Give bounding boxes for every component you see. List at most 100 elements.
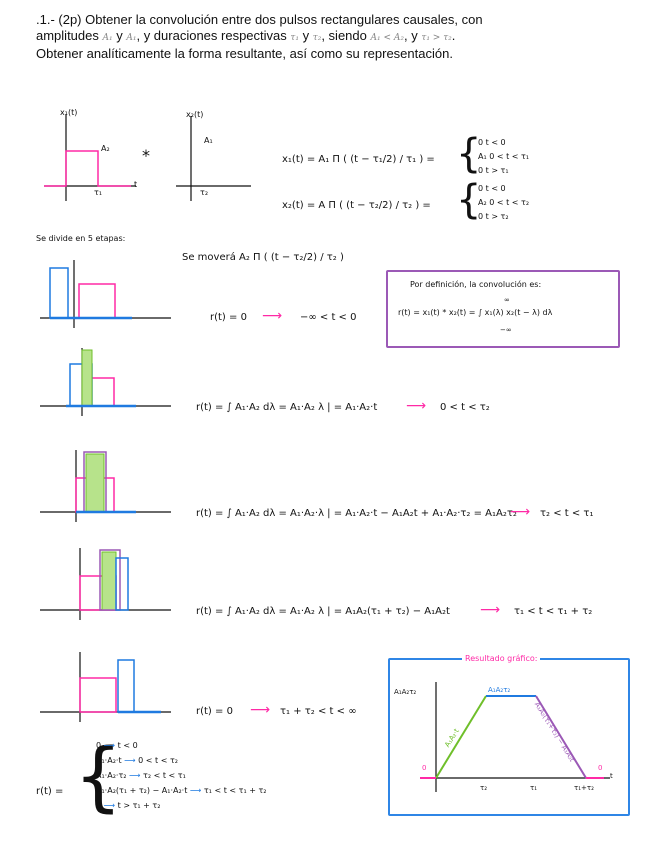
math-cond1: A₁ < A₂	[370, 33, 404, 43]
stage5-arrow: ⟶	[250, 702, 271, 718]
result-tick: τ₁	[530, 784, 538, 792]
definition-upper-limit: ∞	[504, 296, 510, 304]
x2-case: 0 t > τ₂	[478, 212, 509, 221]
text-y3: , y	[403, 28, 418, 43]
x2-brace: {	[456, 177, 482, 223]
result-top-label: A₁A₂τ₂	[488, 686, 511, 694]
x2-case: A₂ 0 < t < τ₂	[478, 198, 530, 207]
result-tick: τ₂	[480, 784, 488, 792]
definition-lower-limit: −∞	[500, 326, 512, 334]
piecewise-expr: A₁·A₂·t	[96, 756, 122, 765]
text-y: y	[116, 28, 123, 43]
stage5-range: τ₁ + τ₂ < t < ∞	[280, 706, 357, 717]
x1-case: A₁ 0 < t < τ₁	[478, 152, 530, 161]
piecewise-cases: 0 ⟶ t < 0 A₁·A₂·t ⟶ 0 < t < τ₂ A₁·A₂·τ₂ …	[96, 738, 267, 813]
stages-intro: Se divide en 5 etapas:	[36, 234, 126, 243]
piecewise-arrow: ⟶	[189, 786, 202, 795]
x2-amplitude: A₁	[204, 136, 213, 145]
piecewise-range: t < 0	[117, 741, 138, 750]
result-tick: τ₁+τ₂	[574, 784, 594, 792]
text-duraciones: , y duraciones respectivas	[136, 28, 287, 43]
stage3-range: τ₂ < t < τ₁	[540, 508, 594, 519]
piecewise-label: r(t) =	[36, 786, 64, 797]
piecewise-brace: {	[74, 731, 123, 820]
math-tau2: τ₂	[312, 33, 322, 43]
stage2-equation: r(t) = ∫ A₁·A₂ dλ = A₁·A₂ λ | = A₁·A₂·t	[196, 402, 378, 413]
piecewise-range: τ₁ < t < τ₁ + τ₂	[203, 786, 267, 795]
piecewise-arrow: ⟶	[129, 771, 141, 780]
stage4-equation: r(t) = ∫ A₁·A₂ dλ = A₁·A₂ λ | = A₁A₂(τ₁ …	[196, 606, 450, 617]
stage4-sketch	[40, 548, 171, 620]
x1-case: 0 t > τ₁	[478, 166, 509, 175]
x1-amplitude: A₂	[101, 144, 110, 153]
result-y-label: A₁A₂τ₂	[394, 688, 417, 696]
x1-brace: {	[456, 131, 482, 177]
x1-t-axis: t	[134, 180, 138, 189]
stage4-range: τ₁ < t < τ₁ + τ₂	[514, 606, 593, 617]
text-amplitudes: amplitudes	[36, 28, 99, 43]
stage2-arrow: ⟶	[406, 398, 427, 414]
stage1-arrow: ⟶	[262, 308, 283, 324]
piecewise-expr: 0	[96, 801, 102, 810]
result-plot	[420, 682, 610, 792]
definition-formula: r(t) = x₁(t) * x₂(t) = ∫ x₁(λ) x₂(t − λ)…	[398, 308, 553, 317]
x2-definition: x₂(t) = A Π ( (t − τ₂/2) / τ₂ ) =	[282, 200, 431, 211]
piecewise-arrow: ⟶	[124, 756, 136, 765]
piecewise-arrow: ⟶	[103, 801, 116, 810]
piecewise-arrow: ⟶	[103, 741, 116, 750]
piecewise-range: τ₂ < t < τ₁	[143, 771, 186, 780]
piecewise-expr: A₁·A₂(τ₁ + τ₂) − A₁·A₂·t	[96, 786, 188, 795]
definition-title: Por definición, la convolución es:	[410, 280, 542, 289]
x1-case: 0 t < 0	[478, 138, 506, 147]
problem-line-2: amplitudes A₁ y A₁, y duraciones respect…	[36, 28, 632, 46]
stage2-range: 0 < t < τ₂	[440, 402, 490, 413]
stage3-arrow: ⟶	[510, 504, 531, 520]
stage5-equation: r(t) = 0	[196, 706, 233, 717]
x1-definition: x₁(t) = A₁ Π ( (t − τ₁/2) / τ₁ ) =	[282, 154, 435, 165]
result-origin: 0	[422, 764, 427, 772]
result-box: Resultado gráfico: A₁A₂τ₂ A₁A₂τ₂ A₁A₂·t …	[388, 654, 630, 816]
piecewise-expr: 0	[96, 741, 102, 750]
piecewise-row: 0 ⟶ t > τ₁ + τ₂	[96, 798, 267, 813]
convolution-star: *	[142, 146, 150, 165]
piecewise-range: t > τ₁ + τ₂	[117, 801, 161, 810]
moving-pulse-note: Se moverá A₂ Π ( (t − τ₂/2) / τ₂ )	[182, 252, 344, 263]
x2-tau-label: τ₂	[200, 188, 209, 197]
problem-line-3: Obtener analíticamente la forma resultan…	[36, 46, 453, 61]
stage1-equation: r(t) = 0	[210, 312, 247, 323]
math-a1: A₁	[102, 33, 113, 43]
definition-box: Por definición, la convolución es: r(t) …	[386, 270, 620, 348]
x1-cases: 0 t < 0 A₁ 0 < t < τ₁ 0 t > τ₁	[478, 136, 529, 178]
problem-line-1: .1.- (2p) Obtener la convolución entre d…	[36, 12, 483, 27]
math-a1b: A₁	[126, 33, 137, 43]
stage3-equation: r(t) = ∫ A₁·A₂ dλ = A₁·A₂·λ | = A₁·A₂·t …	[196, 508, 517, 519]
piecewise-row: A₁·A₂(τ₁ + τ₂) − A₁·A₂·t ⟶ τ₁ < t < τ₁ +…	[96, 783, 267, 798]
x1-label: x₁(t)	[60, 108, 78, 117]
stage3-sketch	[40, 450, 171, 522]
piecewise-range: 0 < t < τ₂	[138, 756, 178, 765]
x1-pulse	[44, 150, 131, 187]
result-end-zero: 0	[598, 764, 603, 772]
math-tau1: τ₁	[290, 33, 299, 43]
stage1-range: −∞ < t < 0	[300, 312, 357, 323]
piecewise-row: A₁·A₂·τ₂ ⟶ τ₂ < t < τ₁	[96, 768, 267, 783]
problem-statement: .1.- (2p) Obtener la convolución entre d…	[36, 12, 632, 62]
text-siendo: , siendo	[321, 28, 367, 43]
x1-tau-label: τ₁	[94, 188, 103, 197]
result-title: Resultado gráfico:	[462, 654, 541, 663]
stage2-sketch	[40, 348, 171, 416]
text-period: .	[451, 28, 456, 43]
stage1-sketch	[40, 260, 171, 328]
result-t-axis: t	[610, 772, 613, 780]
piecewise-expr: A₁·A₂·τ₂	[96, 771, 127, 780]
x2-label: x₂(t)	[186, 110, 204, 119]
text-y2: y	[302, 28, 310, 43]
stage5-sketch	[40, 652, 171, 722]
piecewise-row: 0 ⟶ t < 0	[96, 738, 267, 753]
math-cond2: τ₁ > τ₂	[421, 33, 452, 43]
stage4-arrow: ⟶	[480, 602, 501, 618]
input-signals-sketch	[44, 114, 251, 201]
x2-case: 0 t < 0	[478, 184, 506, 193]
x2-cases: 0 t < 0 A₂ 0 < t < τ₂ 0 t > τ₂	[478, 182, 529, 224]
piecewise-row: A₁·A₂·t ⟶ 0 < t < τ₂	[96, 753, 267, 768]
